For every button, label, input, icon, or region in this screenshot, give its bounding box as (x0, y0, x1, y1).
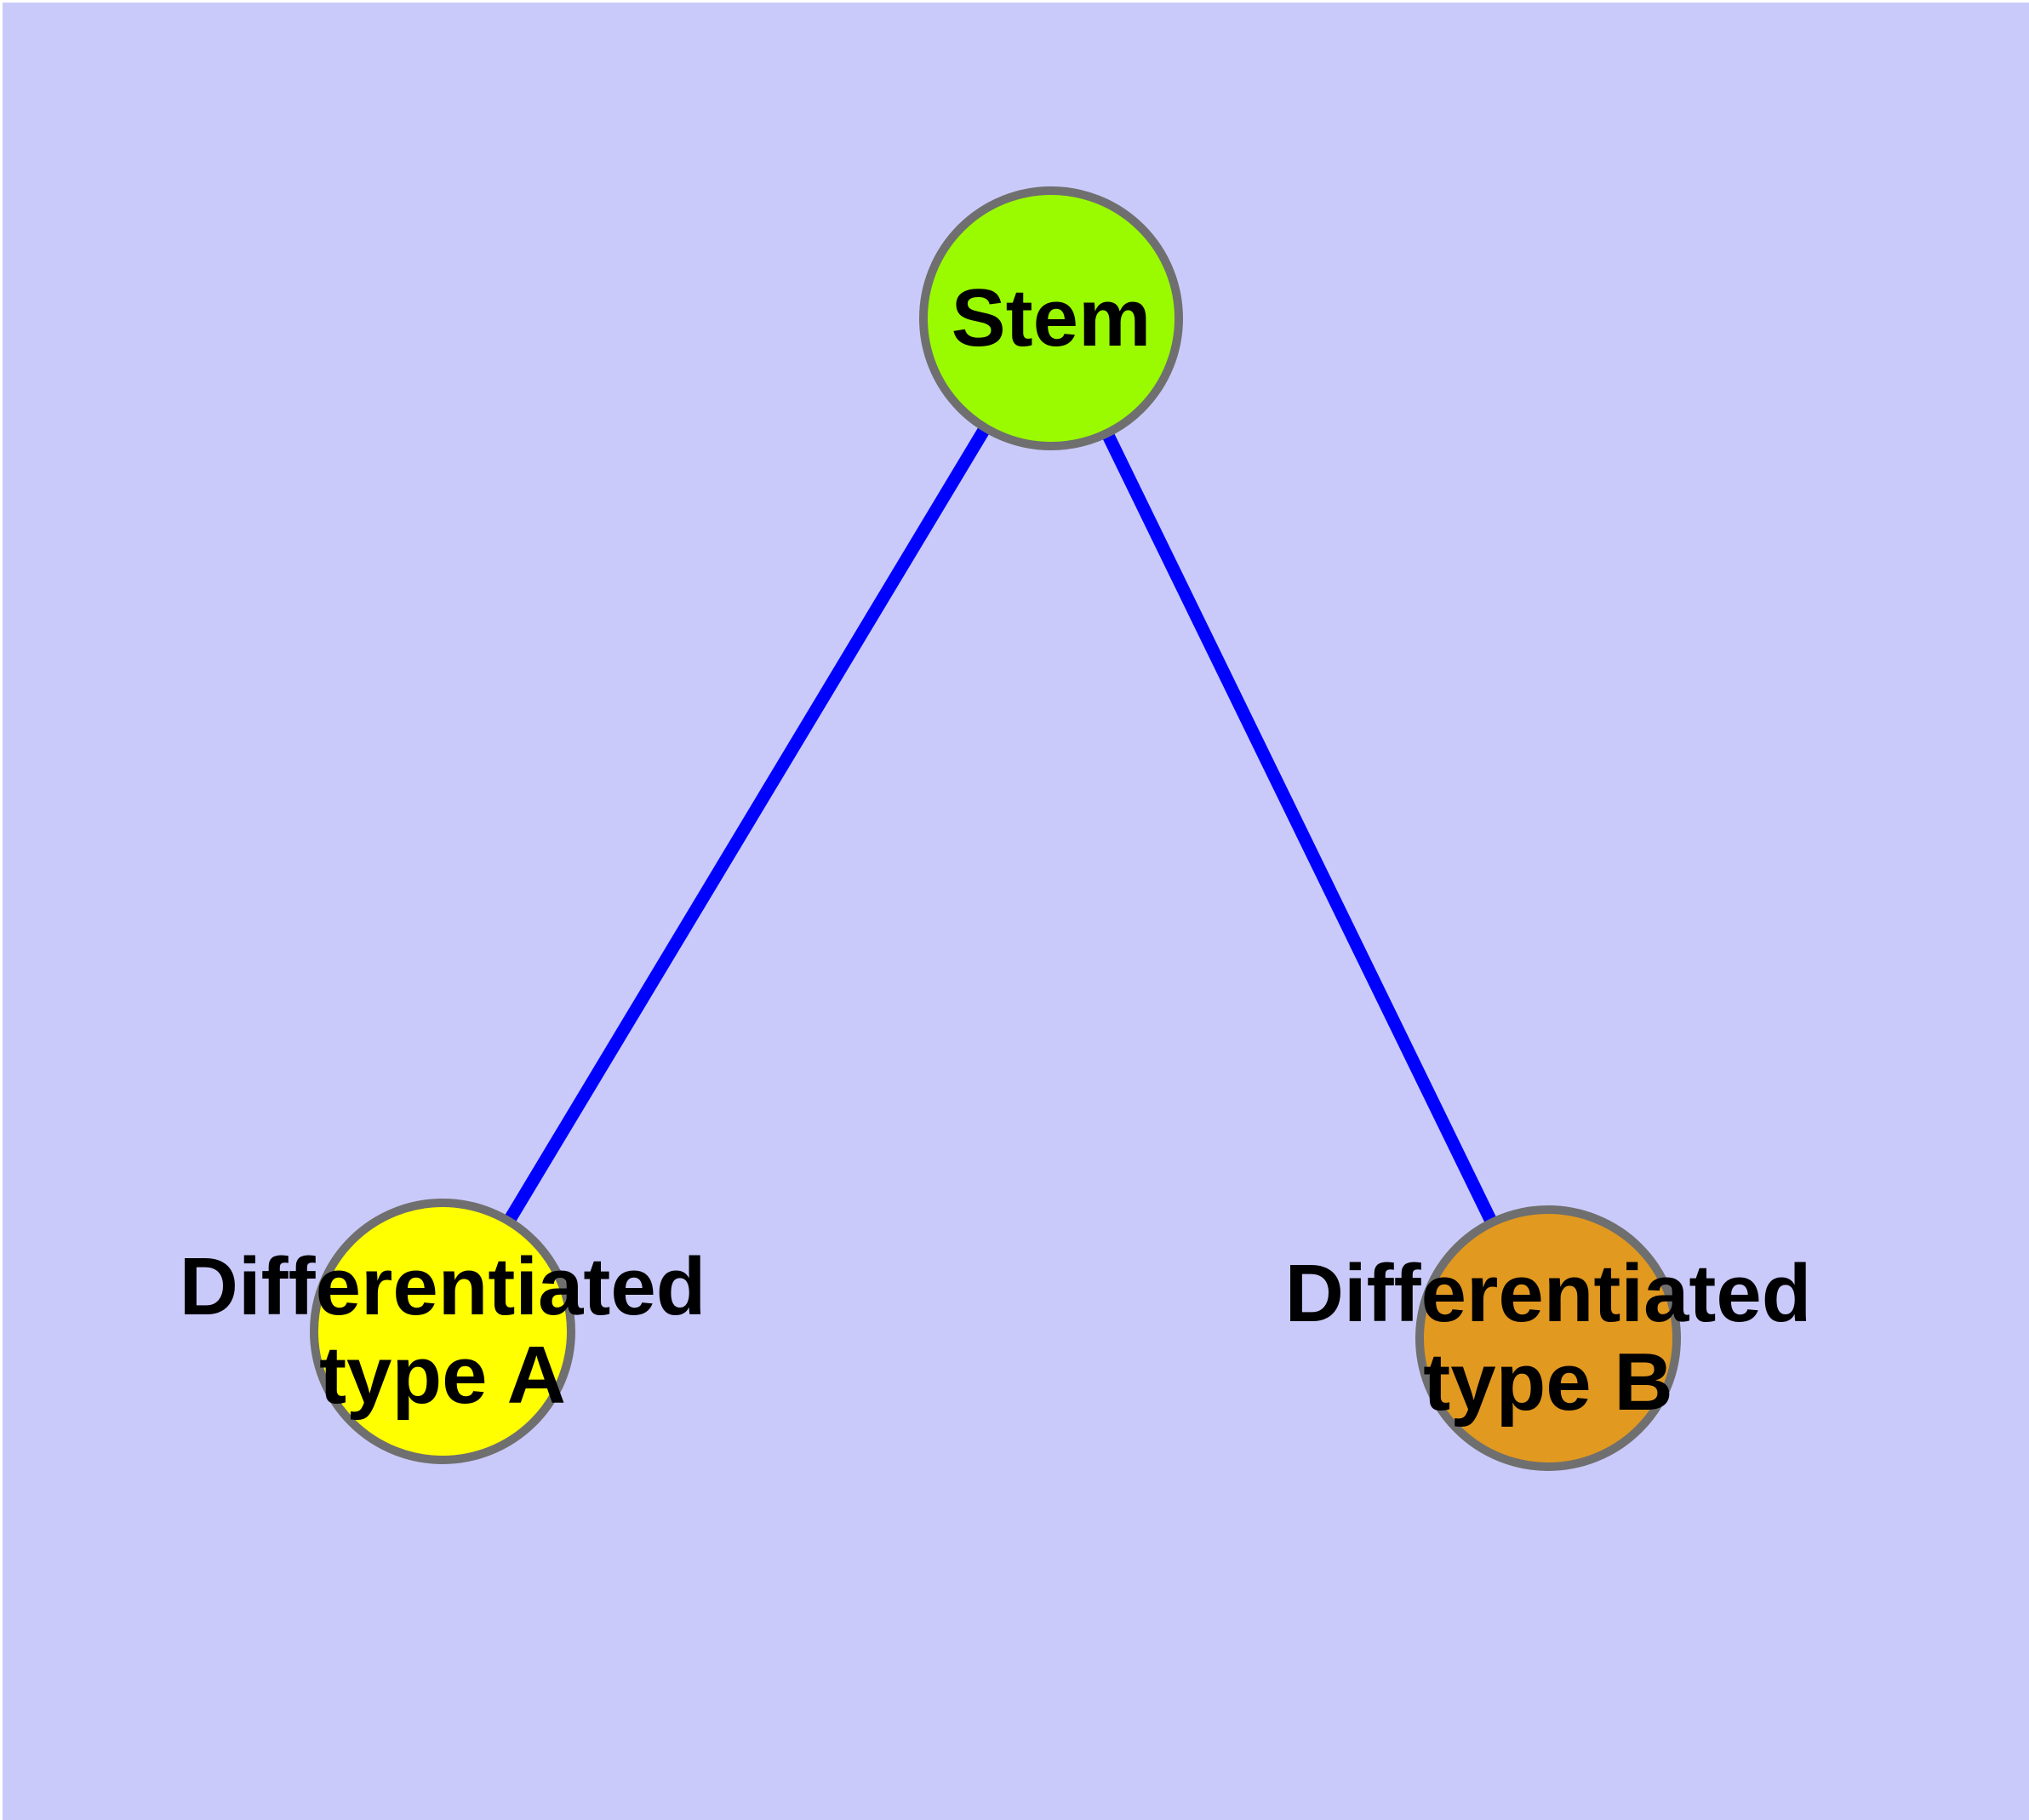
node-label-stem: Stem (951, 272, 1152, 363)
node-diff-a (310, 1199, 575, 1464)
node-label-diff-b: Differentiated type B (1284, 1248, 1812, 1428)
edge-stem-diff-a (437, 315, 1057, 1335)
node-stem (919, 186, 1183, 450)
edge-stem-diff-b (1045, 315, 1554, 1342)
node-diff-b (1415, 1205, 1681, 1471)
node-label-diff-a: Differentiated type A (179, 1241, 706, 1421)
